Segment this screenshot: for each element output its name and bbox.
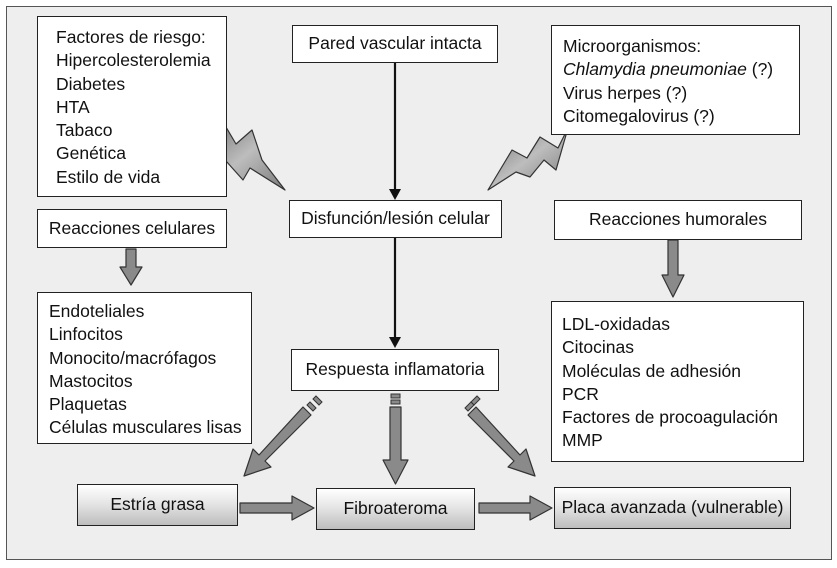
block-arrow-icon [119, 239, 685, 298]
cellular-reaction-item: Plaquetas [49, 394, 127, 415]
intact-vascular-wall-box: Pared vascular intacta [292, 25, 498, 63]
humoral-reaction-item: LDL-oxidadas [562, 314, 670, 334]
risk-factor-item: Hipercolesterolemia [56, 50, 211, 71]
microorganisms-box: Microorganismos: Chlamydia pneumoniae (?… [551, 25, 800, 135]
microorganism-item: Citomegalovirus (?) [563, 105, 715, 126]
humoral-reaction-item: MMP [562, 430, 603, 451]
humoral-reactions-label: Reacciones humorales [588, 209, 767, 230]
intact-vascular-wall-label: Pared vascular intacta [308, 33, 482, 54]
inflammatory-response-box: Respuesta inflamatoria [291, 349, 499, 391]
block-arrow-icon [239, 495, 553, 521]
humoral-reaction-item: Moléculas de adhesión [562, 360, 742, 381]
cellular-reaction-item: Endoteliales [49, 301, 145, 321]
cellular-reactions-label: Reacciones celulares [48, 217, 216, 238]
humoral-reaction-item: Factores de procoagulación [562, 407, 778, 428]
humoral-reaction-item: Citocinas [562, 337, 634, 358]
inflammatory-response-label: Respuesta inflamatoria [305, 359, 485, 380]
stage-fibroatheroma-label: Fibroateroma [343, 498, 448, 519]
stage-fibroatheroma-box: Fibroateroma [316, 488, 475, 530]
microorganism-item: Virus herpes (?) [563, 82, 688, 103]
risk-factor-item: Diabetes [56, 73, 126, 94]
cellular-reaction-item: Mastocitos [49, 370, 133, 391]
block-arrow-icon [243, 406, 536, 485]
risk-factor-item: Genética [56, 143, 127, 164]
line-arrow-icon [389, 63, 401, 348]
cellular-reactions-list: Endoteliales Linfocitos Monocito/macrófa… [37, 292, 252, 444]
cellular-reaction-item: Células musculares lisas [49, 417, 242, 438]
risk-factor-item: Tabaco [56, 120, 113, 141]
chlamydia-uncertainty: (?) [746, 59, 774, 80]
humoral-reactions-box: Reacciones humorales [554, 200, 802, 240]
humoral-reaction-item: PCR [562, 383, 599, 404]
chlamydia-name: Chlamydia pneumoniae [563, 59, 747, 80]
stage-advanced-plaque-box: Placa avanzada (vulnerable) [554, 487, 791, 529]
humoral-reactions-list: LDL-oxidadas Citocinas Moléculas de adhe… [551, 301, 804, 462]
cellular-reaction-item: Monocito/macrófagos [49, 347, 217, 368]
cellular-reaction-item: Linfocitos [49, 324, 123, 345]
risk-factor-item: Estilo de vida [56, 166, 161, 187]
cellular-reactions-box: Reacciones celulares [37, 209, 227, 248]
cell-dysfunction-label: Disfunción/lesión celular [301, 208, 490, 229]
risk-factor-item: HTA [56, 96, 90, 117]
lightning-bolt-icon [487, 127, 569, 191]
risk-factors-box: Factores de riesgo: Hipercolesterolemia … [37, 16, 227, 197]
stage-fatty-streak-label: Estría grasa [110, 494, 205, 515]
stage-advanced-plaque-label: Placa avanzada (vulnerable) [561, 497, 784, 518]
microorganisms-title: Microorganismos: [563, 36, 702, 56]
stage-fatty-streak-box: Estría grasa [77, 484, 238, 526]
cell-dysfunction-box: Disfunción/lesión celular [289, 200, 502, 238]
microorganism-item: Chlamydia pneumoniae (?) [563, 58, 799, 81]
risk-factors-title: Factores de riesgo: [56, 27, 206, 47]
arrow-tail-marks [306, 393, 481, 412]
